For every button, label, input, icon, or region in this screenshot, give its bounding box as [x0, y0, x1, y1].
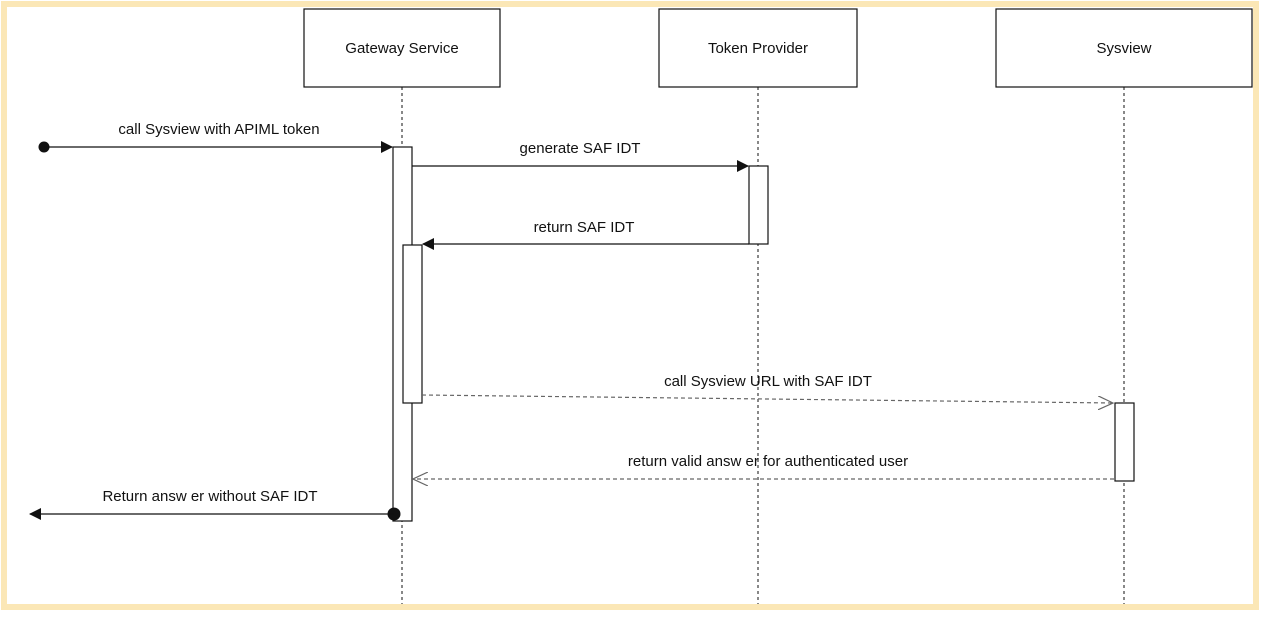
participant-gateway-label: Gateway Service [345, 40, 458, 57]
message-label-4: call Sysview URL with SAF IDT [664, 373, 872, 390]
participant-sysview[interactable]: Sysview [995, 8, 1253, 88]
message-label-1: call Sysview with APIML token [118, 121, 319, 138]
message-label-6: Return answ er without SAF IDT [102, 488, 317, 505]
message-label-3: return SAF IDT [534, 219, 635, 236]
message-call-sysview-url: call Sysview URL with SAF IDT [421, 373, 1113, 403]
activation-sysview [1114, 402, 1135, 482]
message-generate-saf-idt: generate SAF IDT [412, 140, 749, 172]
message-label-5: return valid answ er for authenticated u… [628, 453, 908, 470]
participant-token-label: Token Provider [708, 40, 808, 57]
activation-gateway-nested [402, 244, 423, 404]
message-return-answer-without-saf-idt: Return answ er without SAF IDT [29, 488, 401, 521]
participant-token-provider[interactable]: Token Provider [658, 8, 858, 88]
participant-sysview-label: Sysview [1096, 40, 1151, 57]
message-label-2: generate SAF IDT [520, 140, 641, 157]
message-call-sysview-with-apiml-token: call Sysview with APIML token [38, 121, 393, 153]
message-return-valid-answer: return valid answ er for authenticated u… [413, 453, 1114, 479]
message-return-saf-idt: return SAF IDT [422, 219, 749, 250]
participant-gateway-service[interactable]: Gateway Service [303, 8, 501, 88]
activation-token [748, 165, 769, 245]
diagram-border [1, 1, 1259, 610]
